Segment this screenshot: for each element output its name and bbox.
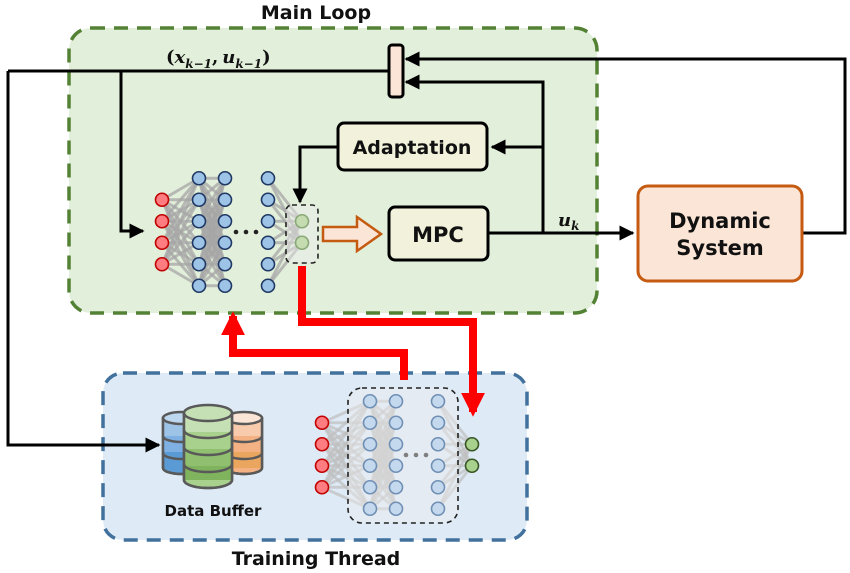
nn-output-node <box>464 458 480 474</box>
system-feedback-wire <box>404 51 847 235</box>
nn-hidden-node <box>362 393 378 409</box>
nn-input-node <box>154 213 170 229</box>
adaptation-block[interactable]: Adaptation <box>336 121 489 172</box>
nn-output-node <box>294 213 310 229</box>
nn-input-node <box>154 235 170 251</box>
nn-hidden-node <box>362 501 378 517</box>
nn-input-node <box>314 458 330 474</box>
nn-hidden-node <box>217 213 233 229</box>
training-thread-title: Training Thread <box>232 548 401 570</box>
nn-hidden-node <box>191 170 207 186</box>
nn-hidden-node <box>388 415 404 431</box>
adaptation-output-wire <box>292 145 338 204</box>
nn-ellipsis-dot <box>243 229 249 235</box>
nn-hidden-node <box>388 436 404 452</box>
nn-hidden-node <box>191 278 207 294</box>
nn-input-node <box>154 192 170 208</box>
nn-hidden-node <box>260 213 276 229</box>
nn-input-node <box>314 415 330 431</box>
nn-ellipsis-dot <box>253 229 259 235</box>
nn-hidden-node <box>217 278 233 294</box>
nn-hidden-node <box>388 501 404 517</box>
nn-ellipsis-dot <box>423 452 429 458</box>
nn-hidden-node <box>217 192 233 208</box>
data-buffer-wire <box>6 71 161 453</box>
control-feedback-wire <box>404 74 545 233</box>
nn-hidden-node <box>217 256 233 272</box>
state-history-label: (xk−1,uk−1) <box>166 47 271 71</box>
model-update-arrow <box>221 311 408 380</box>
nn-highlight-box <box>285 204 319 264</box>
nn-hidden-node <box>191 235 207 251</box>
nn-hidden-node <box>430 501 446 517</box>
nn-ellipsis-dot <box>403 452 409 458</box>
nn-output-node <box>294 235 310 251</box>
nn-input-wire <box>119 71 145 239</box>
nn-hidden-node <box>388 458 404 474</box>
nn-hidden-node <box>430 436 446 452</box>
nn-ellipsis-dot <box>413 452 419 458</box>
nn-output-node <box>464 436 480 452</box>
nn-hidden-node <box>362 415 378 431</box>
nn-hidden-node <box>388 393 404 409</box>
dynamic-system-label-line1: Dynamic <box>669 209 771 233</box>
training-data-arrow <box>298 266 485 417</box>
nn-hidden-node <box>260 235 276 251</box>
nn-hidden-node <box>260 192 276 208</box>
online-neural-network <box>154 170 319 294</box>
main-loop-title: Main Loop <box>261 2 371 24</box>
nn-hidden-node <box>388 479 404 495</box>
nn-hidden-node <box>217 170 233 186</box>
nn-hidden-node <box>191 192 207 208</box>
nn-hidden-node <box>260 256 276 272</box>
nn-hidden-node <box>430 479 446 495</box>
dynamic-system-label-line2: System <box>676 236 763 260</box>
nn-hidden-node <box>362 479 378 495</box>
nn-hidden-node <box>260 170 276 186</box>
nn-hidden-node <box>217 235 233 251</box>
nn-input-node <box>154 256 170 272</box>
nn-hidden-node <box>260 278 276 294</box>
nn-hidden-node <box>430 415 446 431</box>
data-buffer-label: Data Buffer <box>165 502 263 520</box>
nn-hidden-node <box>362 436 378 452</box>
nn-hidden-node <box>430 458 446 474</box>
nn-hidden-node <box>191 213 207 229</box>
control-signal-label: uk <box>558 210 579 233</box>
nn-hidden-node <box>362 458 378 474</box>
training-neural-network <box>314 387 480 524</box>
nn-ellipsis-dot <box>233 229 239 235</box>
dynamic-system-block[interactable]: Dynamic System <box>636 184 804 283</box>
delay-block <box>387 43 405 99</box>
mpc-block[interactable]: MPC <box>387 205 490 262</box>
database-icon <box>161 403 264 490</box>
mpc-label: MPC <box>412 223 464 247</box>
nn-hidden-node <box>430 393 446 409</box>
nn-hidden-node <box>191 256 207 272</box>
adaptation-label: Adaptation <box>353 137 472 159</box>
nn-to-mpc-arrow <box>321 214 384 254</box>
nn-input-node <box>314 436 330 452</box>
nn-input-node <box>314 479 330 495</box>
